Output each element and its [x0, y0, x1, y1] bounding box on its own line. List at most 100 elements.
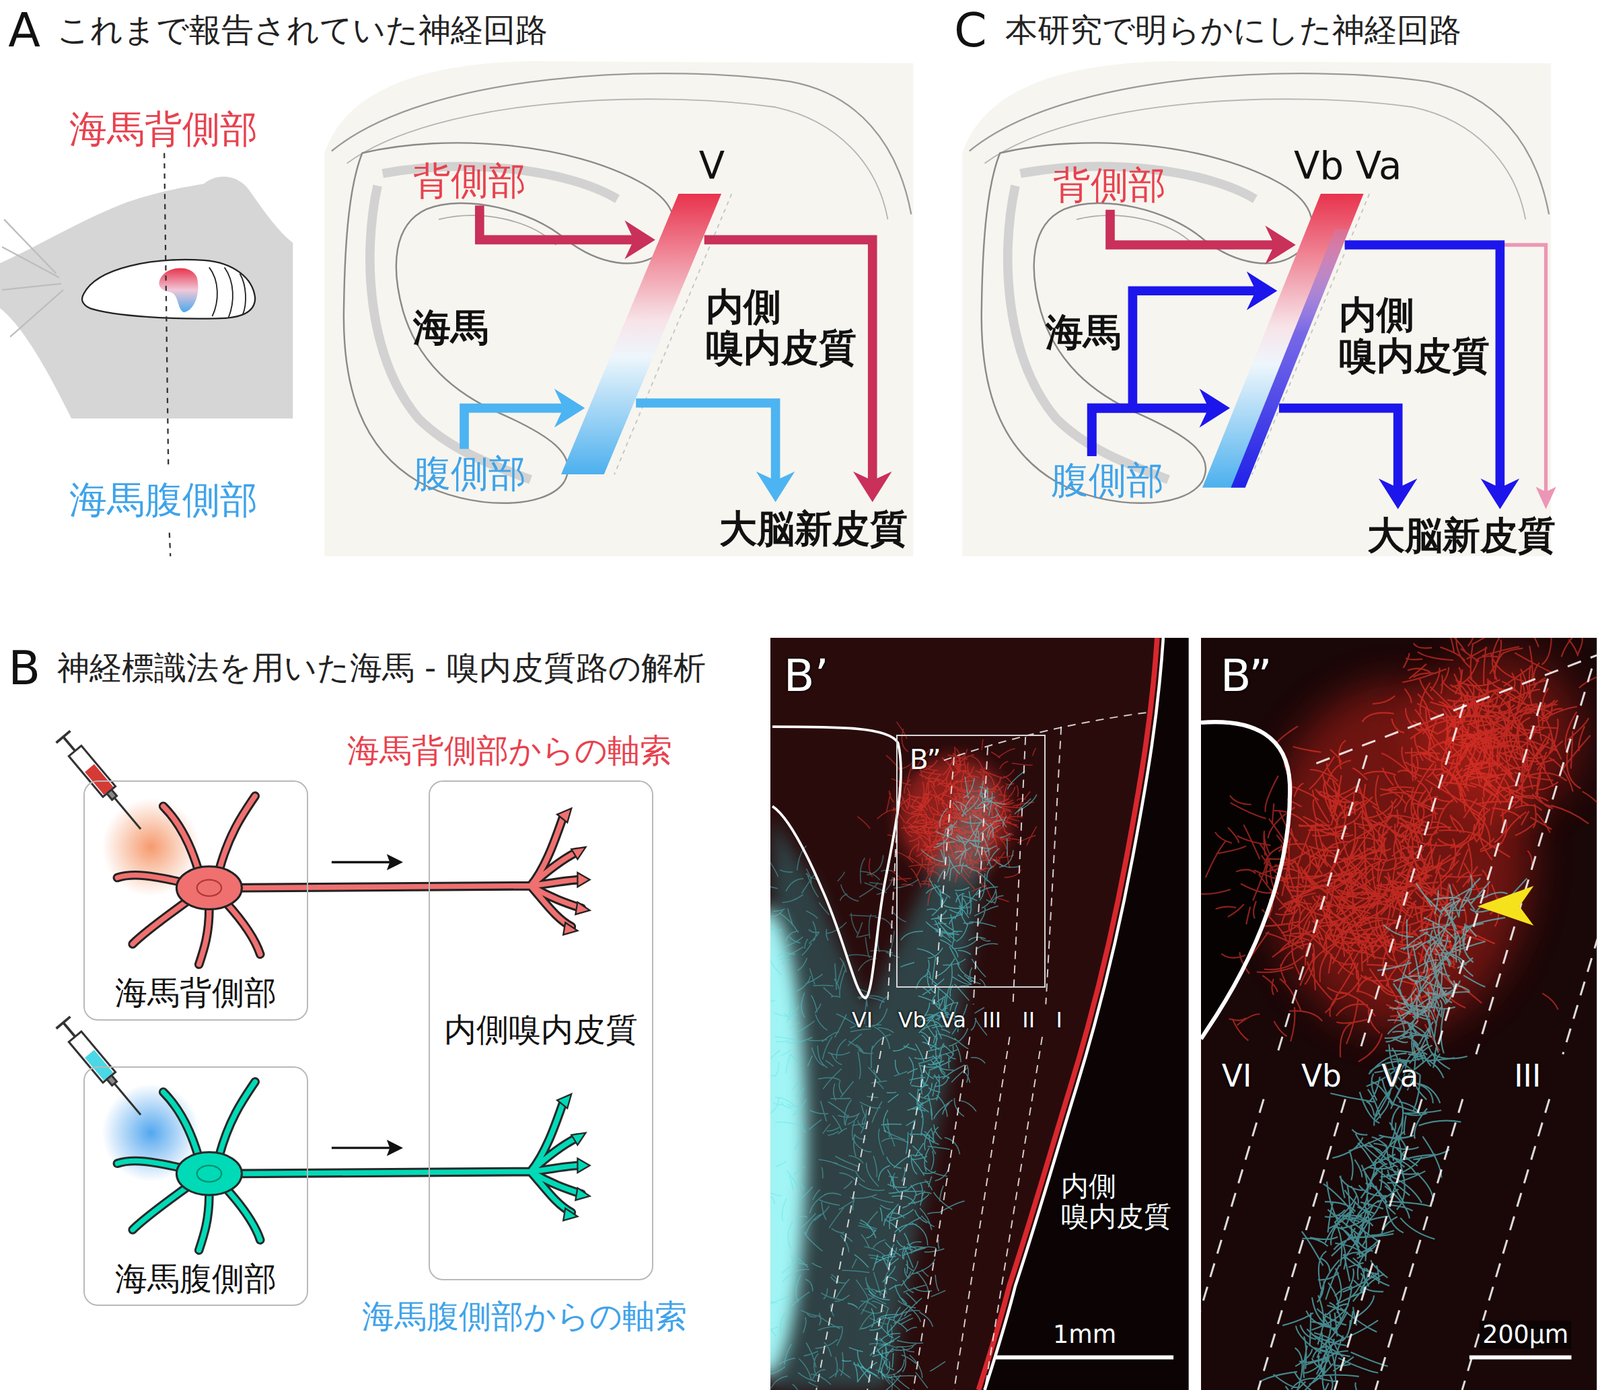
arrowhead [1199, 388, 1231, 428]
scale-bar [1469, 1355, 1572, 1360]
node-text: 海馬背側部 [115, 974, 277, 1012]
layer-label: III [982, 1007, 1002, 1033]
arrowhead [624, 220, 656, 260]
brain [82, 259, 256, 319]
connector-line [704, 239, 873, 481]
arrowhead [1536, 486, 1557, 509]
region-box: 海馬背側部 [83, 780, 309, 1021]
layer-boundary [1334, 678, 1549, 1390]
panel-letter: B [8, 641, 41, 696]
fiber-strokes [841, 771, 1037, 1390]
neuron [117, 1081, 590, 1251]
region-label-node: 背側部 [413, 159, 527, 204]
layer-boundary [867, 757, 955, 1390]
band-fill [1202, 193, 1364, 488]
structure-label: 海馬 [413, 306, 489, 350]
hippocampus [158, 267, 198, 313]
node-text: 背側部 [413, 159, 527, 204]
arrowhead [853, 471, 893, 503]
arrowhead [1480, 478, 1520, 510]
panel-heading: 本研究で明らかにした神経回路 [1005, 12, 1462, 50]
cyan-injection-glow [770, 908, 807, 1378]
node-text: B” [909, 744, 1033, 776]
neuron [117, 795, 590, 965]
target-label-node: 大脳新皮質 [719, 507, 908, 552]
yellow-arrowhead [1477, 886, 1534, 926]
connector-line [1092, 408, 1210, 457]
axon-label: 海馬背側部からの軸索 [347, 732, 673, 770]
syringe [56, 730, 149, 835]
arrowhead [1378, 478, 1418, 510]
node-text: 海馬腹側部 [115, 1260, 277, 1298]
arrow-connector [479, 205, 656, 260]
micrograph-detail [1201, 637, 1597, 1390]
arrowhead [1246, 271, 1278, 311]
panel-letter: B’ [783, 649, 829, 702]
syringe-fill [84, 764, 114, 795]
layer-boundary [816, 806, 898, 1390]
syringe-needle [106, 789, 144, 832]
axon-fibers [770, 721, 1037, 1390]
layer-boundaries [816, 726, 1062, 1390]
neuron-fill [117, 795, 582, 965]
cortex-band: Vb Va [1202, 193, 1364, 488]
syringe-fill [84, 1050, 114, 1081]
tissue [770, 637, 1164, 1390]
whiskers [2, 219, 64, 337]
node-text: 内側嗅内皮質 [444, 1011, 638, 1049]
brain-section [962, 61, 1551, 557]
arrow-connector [1344, 244, 1520, 510]
nucleus [197, 880, 222, 897]
structure-label: 内側 嗅内皮質 [705, 285, 857, 369]
panel-heading: 神経標識法を用いた海馬 - 嗅内皮質路の解析 [57, 649, 706, 687]
layer-boundary [1201, 754, 1367, 1390]
layer-boundary [913, 746, 988, 1390]
region-label-node: 腹側部 [413, 452, 527, 496]
layer-label: II [1022, 1007, 1035, 1033]
region-label: 海馬背側部 [69, 107, 258, 152]
brain-section [324, 61, 914, 557]
region-box: 内側嗅内皮質 [428, 780, 654, 1281]
connector-line [331, 861, 390, 864]
arrowhead [756, 471, 796, 503]
cerebellum-folds [209, 267, 246, 317]
scale-bar [995, 1355, 1174, 1360]
layer-label: VI [851, 1007, 873, 1033]
layer-boundary [1462, 653, 1597, 1390]
arrow-connector [331, 853, 404, 870]
arrow-connector [1344, 244, 1557, 510]
region-label: 海馬腹側部 [69, 478, 258, 523]
connector-line [464, 408, 564, 450]
node-text: 大脳新皮質 [1367, 514, 1556, 558]
mouse-illustration [0, 153, 293, 557]
layer-boundary [1316, 655, 1597, 764]
layer-label: VI [1221, 1059, 1253, 1095]
target-label-node: 大脳新皮質 [1367, 514, 1556, 558]
pial-outline [985, 637, 1164, 1390]
cortex-outline [347, 98, 889, 220]
syringe [56, 1016, 149, 1121]
arrow-connector [464, 388, 585, 450]
layer-label: III [1513, 1059, 1541, 1095]
inset-frame: B” [896, 734, 1047, 988]
region-box: 海馬腹側部 [83, 1066, 309, 1306]
layer-boundary [985, 726, 1062, 1390]
mouse-head [0, 176, 293, 419]
syringe-barrel [68, 1031, 116, 1083]
micrograph-overview [770, 637, 1189, 1390]
band-shape [1202, 193, 1364, 488]
layer-label: Va [939, 1007, 967, 1033]
node-text: 腹側部 [1050, 458, 1165, 503]
arrow-connector [331, 1139, 404, 1156]
fiber-strokes [1259, 874, 1528, 1390]
axon-label: 海馬腹側部からの軸索 [361, 1298, 687, 1336]
connector-line [1110, 209, 1275, 245]
node-text: 腹側部 [413, 452, 527, 496]
panel-letter: A [8, 3, 41, 58]
ventricle-outline [1201, 721, 1290, 1039]
layer-boundary [1258, 704, 1465, 1390]
arrow-connector [1279, 408, 1418, 510]
arrow-connector [635, 403, 795, 502]
region-label-node: 腹側部 [1050, 458, 1165, 503]
connector-line [635, 403, 776, 481]
